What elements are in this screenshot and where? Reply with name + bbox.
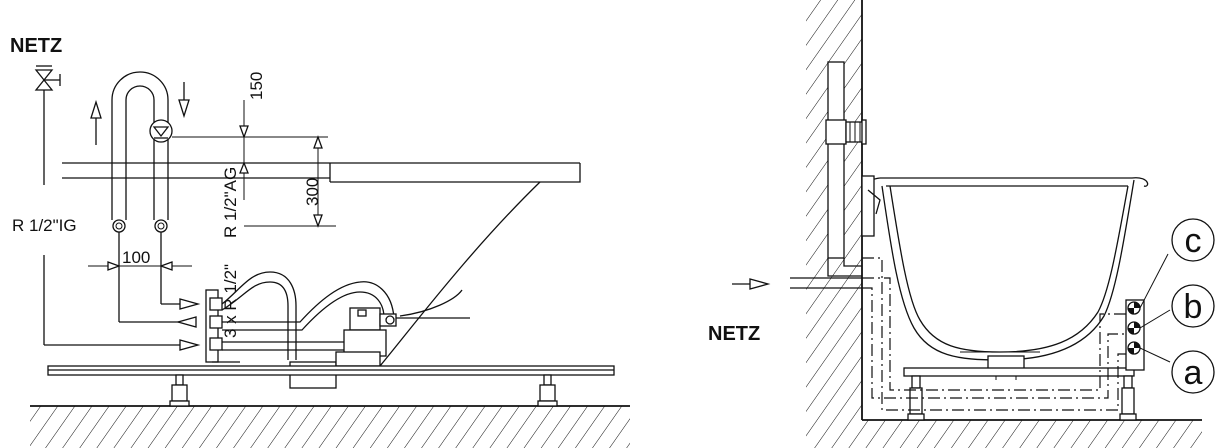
base-frame-right (903, 367, 1135, 377)
supply-arrow-right (732, 278, 771, 290)
floor-hatch-right (862, 420, 1202, 448)
tub-wall-bracket (861, 175, 875, 237)
port-c-icon (1127, 301, 1141, 315)
connection-ag-icon (154, 219, 168, 233)
supply-label-right: NETZ (708, 323, 760, 345)
callout-c: c (1171, 218, 1215, 262)
tub-body-left (300, 181, 541, 367)
port-b-icon (1127, 321, 1141, 335)
dimension-150: 150 (247, 72, 266, 100)
callout-a: a (1171, 350, 1215, 394)
dimension-100: 100 (122, 248, 150, 267)
arrow-out-middle (175, 316, 197, 328)
u-pipe-loop (111, 71, 169, 220)
svg-text:c: c (1185, 222, 1202, 260)
arrow-in-bottom (179, 339, 201, 351)
hose-upper (221, 271, 297, 360)
supply-label-left: NETZ (10, 35, 62, 57)
shutoff-valve-icon (34, 65, 61, 91)
hose-middle (222, 281, 395, 323)
thread-internal-label: R 1/2"IG (12, 216, 77, 235)
support-foot-left-2 (537, 374, 558, 407)
dashed-pipe-routing (862, 257, 1134, 411)
flow-up-arrow (90, 99, 102, 145)
support-foot-left-1 (169, 374, 190, 407)
left-view: NETZ R 1/2"IG R 1/2"AG 3 x R 1/2" 150 30… (10, 35, 630, 448)
port-a-icon (1127, 341, 1141, 355)
right-view: NETZ (708, 0, 1215, 448)
support-foot-right-2 (1119, 375, 1137, 421)
thread-external-label: R 1/2"AG (221, 167, 240, 238)
svg-text:b: b (1184, 288, 1203, 326)
support-foot-right-1 (907, 375, 925, 421)
floor-hatch-left (30, 406, 630, 448)
arrow-in-top (179, 298, 201, 310)
level-valve-icon (149, 119, 173, 143)
flow-down-arrow (178, 82, 190, 119)
dimension-300: 300 (303, 178, 322, 206)
connection-count-label: 3 x R 1/2" (221, 264, 240, 338)
callout-b: b (1171, 284, 1215, 328)
manifold-block (205, 289, 240, 363)
svg-text:a: a (1184, 354, 1203, 392)
bathtub-section (880, 177, 1149, 353)
connection-ig-icon (112, 219, 126, 233)
